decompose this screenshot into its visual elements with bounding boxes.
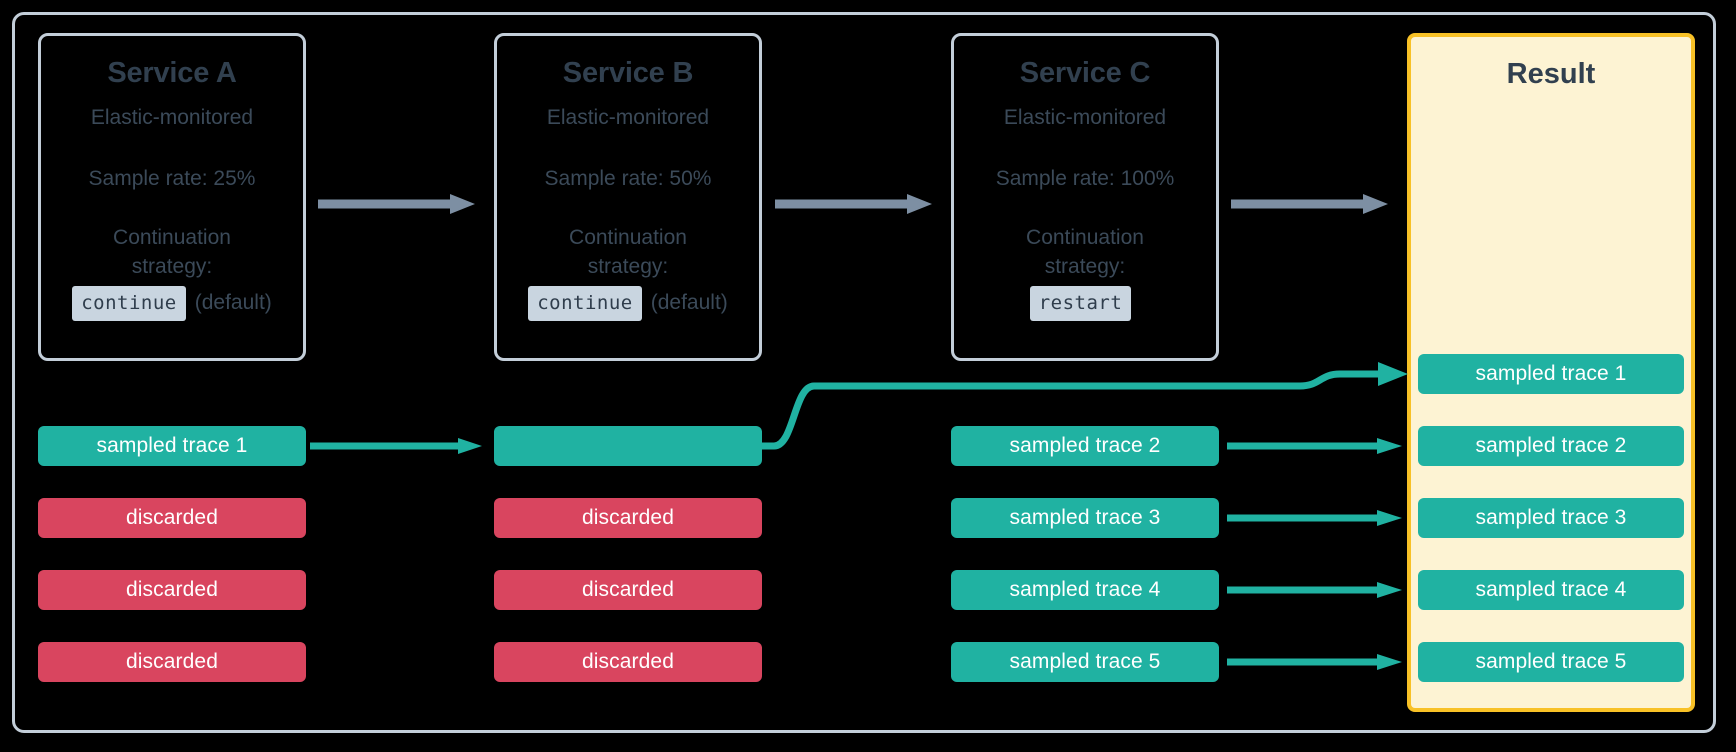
service-c-strategy-label-1: Continuation xyxy=(1026,225,1144,249)
service-c-strategy: Continuation strategy: restart xyxy=(1026,224,1144,322)
trace-chip-c-4: sampled trace 5 xyxy=(951,642,1219,682)
stage-arrow-a-to-b-icon xyxy=(318,194,475,214)
trace-chip-r-1: sampled trace 1 xyxy=(1418,354,1684,394)
trace-arrow-c2-to-r3-icon xyxy=(1227,510,1402,526)
trace-chip-c-1: sampled trace 2 xyxy=(951,426,1219,466)
service-a-strategy-label-1: Continuation xyxy=(113,225,231,249)
service-c-strategy-value: restart xyxy=(1029,285,1132,322)
service-a-strategy: Continuation strategy: continue (default… xyxy=(72,224,272,322)
trace-chip-b-3: discarded xyxy=(494,570,762,610)
service-a-sample-rate: Sample rate: 25% xyxy=(88,166,256,190)
service-box-a: Service A Elastic-monitored Sample rate:… xyxy=(38,33,306,361)
result-title: Result xyxy=(1506,58,1596,90)
trace-arrow-a1-to-b1-icon xyxy=(310,438,482,454)
trace-chip-b-4: discarded xyxy=(494,642,762,682)
service-b-strategy-note: (default) xyxy=(650,291,728,314)
trace-arrow-c3-to-r4-icon xyxy=(1227,582,1402,598)
trace-chip-r-4: sampled trace 4 xyxy=(1418,570,1684,610)
outer-frame xyxy=(12,12,1716,733)
trace-chip-a-4: discarded xyxy=(38,642,306,682)
trace-chip-r-5: sampled trace 5 xyxy=(1418,642,1684,682)
trace-chip-r-3: sampled trace 3 xyxy=(1418,498,1684,538)
trace-arrow-c1-to-r2-icon xyxy=(1227,438,1402,454)
trace-chip-r-2: sampled trace 2 xyxy=(1418,426,1684,466)
trace-chip-a-3: discarded xyxy=(38,570,306,610)
trace-chip-b-2: discarded xyxy=(494,498,762,538)
service-b-sample-rate: Sample rate: 50% xyxy=(544,166,712,190)
trace-chip-b-1 xyxy=(494,426,762,466)
trace-chip-a-1: sampled trace 1 xyxy=(38,426,306,466)
trace-chip-c-2: sampled trace 3 xyxy=(951,498,1219,538)
trace-arrow-b1-to-r1-curved-icon xyxy=(760,362,1408,450)
service-box-b: Service B Elastic-monitored Sample rate:… xyxy=(494,33,762,361)
service-c-sample-rate: Sample rate: 100% xyxy=(995,166,1175,190)
service-b-strategy-label-2: strategy: xyxy=(587,254,669,278)
service-c-title: Service C xyxy=(1019,57,1151,89)
trace-chip-a-2: discarded xyxy=(38,498,306,538)
service-b-strategy: Continuation strategy: continue (default… xyxy=(528,224,728,322)
service-a-subtitle: Elastic-monitored xyxy=(90,106,254,129)
service-b-strategy-value: continue xyxy=(528,285,642,322)
service-b-strategy-label-1: Continuation xyxy=(569,225,687,249)
service-c-subtitle: Elastic-monitored xyxy=(1003,106,1167,129)
service-a-title: Service A xyxy=(107,57,237,89)
service-a-strategy-label-2: strategy: xyxy=(131,254,213,278)
service-a-strategy-value: continue xyxy=(72,285,186,322)
service-box-c: Service C Elastic-monitored Sample rate:… xyxy=(951,33,1219,361)
stage-arrow-c-to-result-icon xyxy=(1231,194,1388,214)
trace-arrow-c4-to-r5-icon xyxy=(1227,654,1402,670)
service-b-subtitle: Elastic-monitored xyxy=(546,106,710,129)
service-b-title: Service B xyxy=(562,57,694,89)
service-c-strategy-label-2: strategy: xyxy=(1044,254,1126,278)
stage-arrow-b-to-c-icon xyxy=(775,194,932,214)
trace-chip-c-3: sampled trace 4 xyxy=(951,570,1219,610)
service-a-strategy-note: (default) xyxy=(194,291,272,314)
